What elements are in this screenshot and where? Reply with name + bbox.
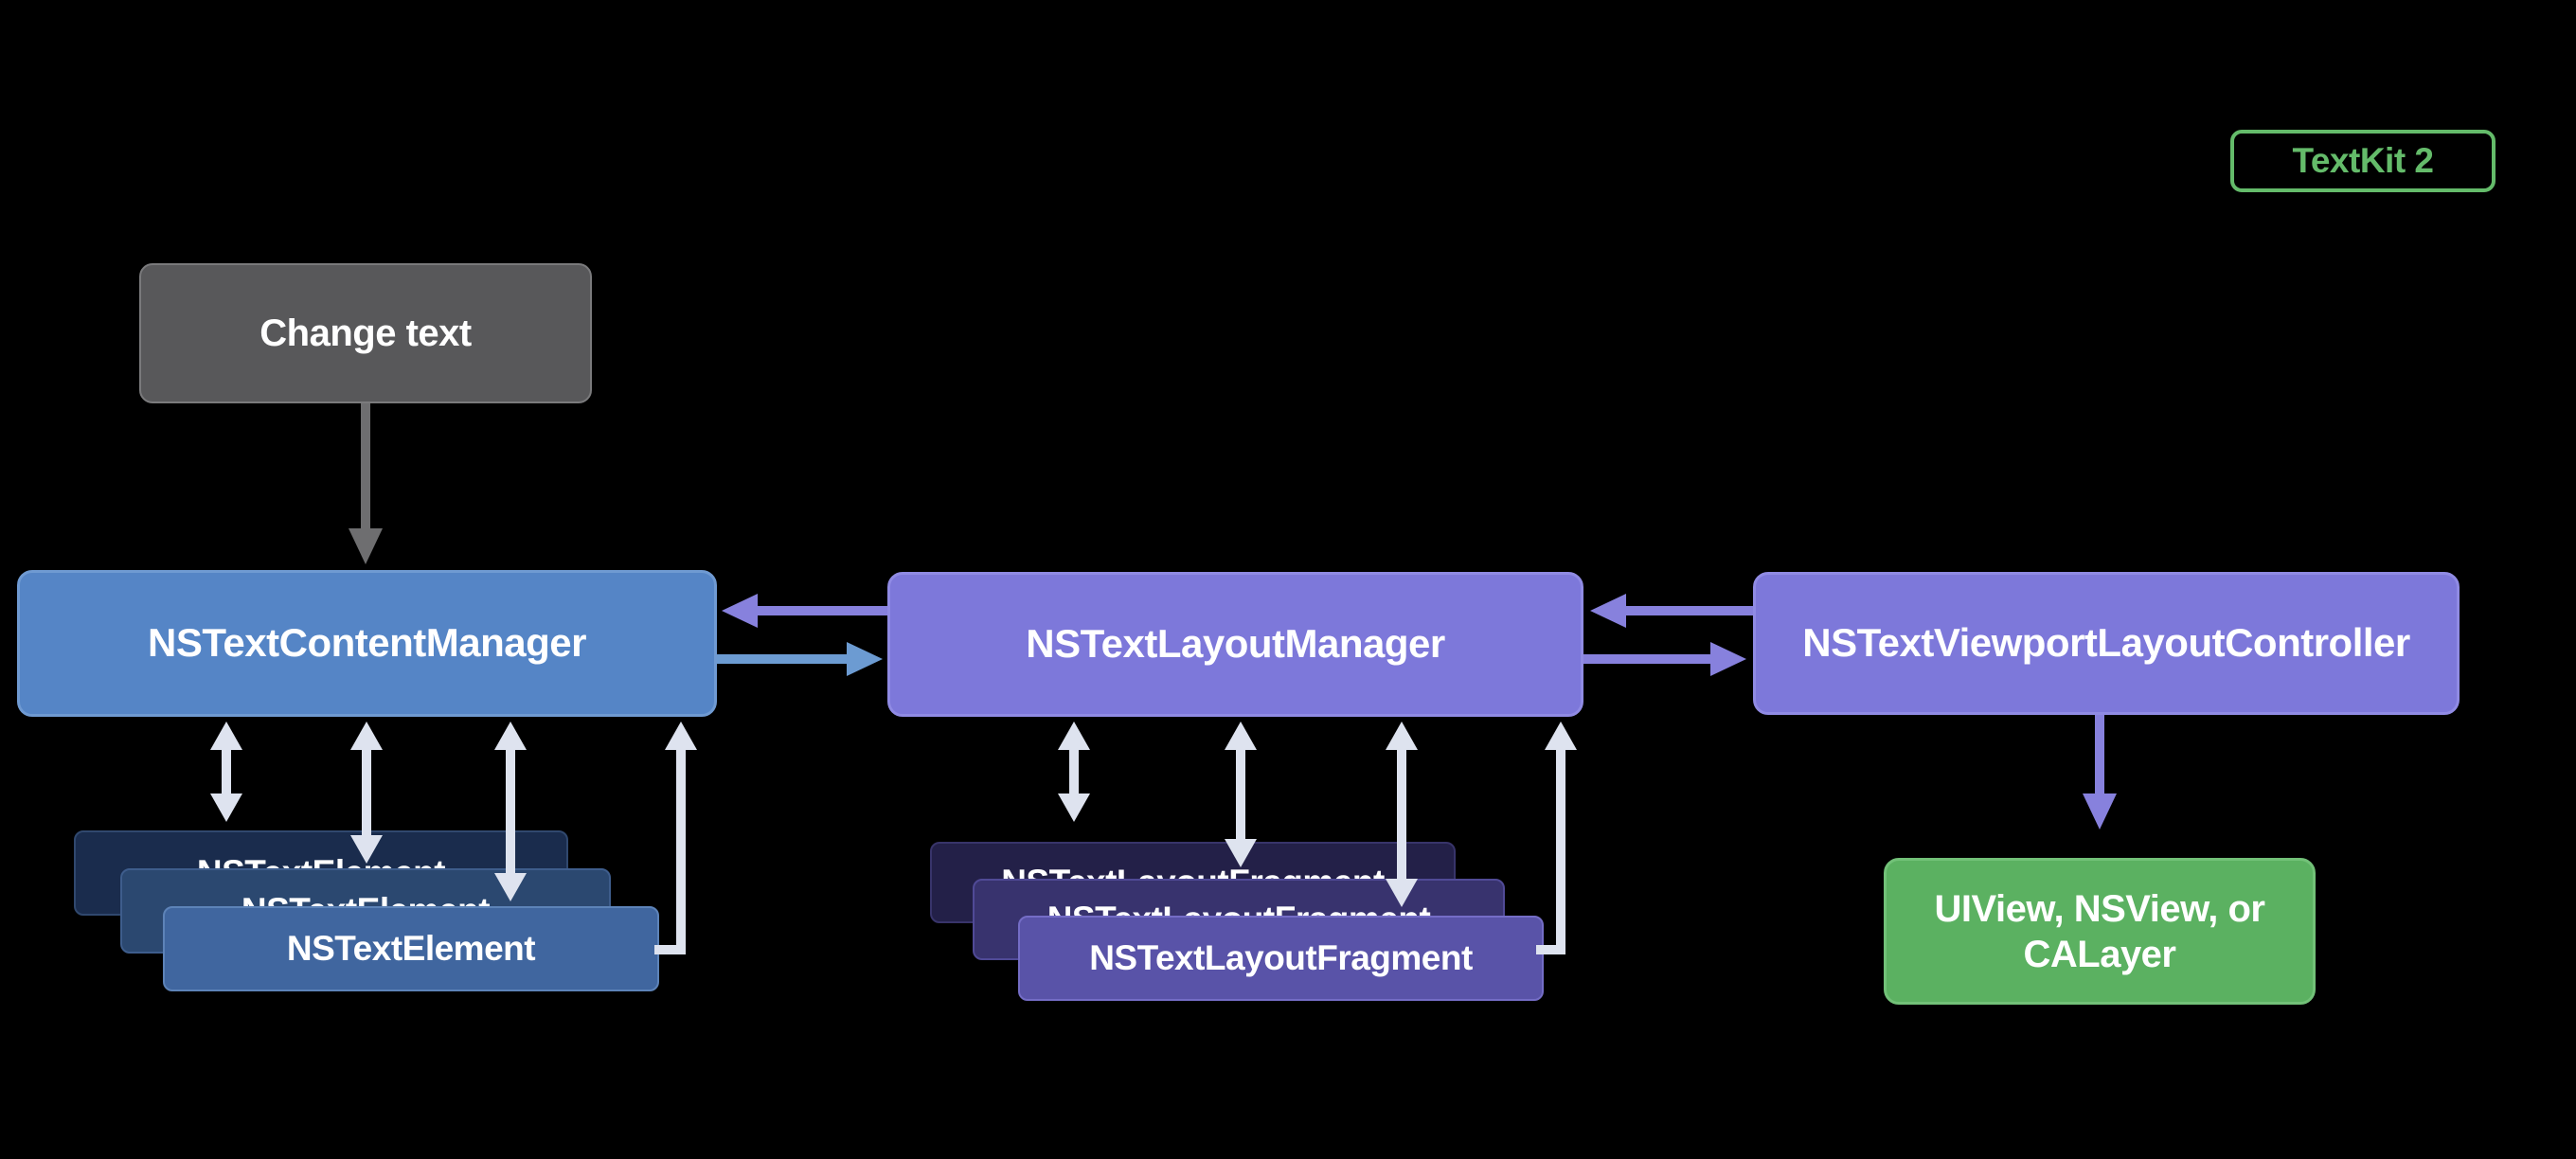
content-manager-node: NSTextContentManager — [17, 570, 717, 717]
layout-manager-node: NSTextLayoutManager — [887, 572, 1583, 717]
text-element-node-front: NSTextElement — [163, 906, 659, 991]
change-text-label: Change text — [259, 312, 472, 354]
layout-fragment-node-front: NSTextLayoutFragment — [1018, 916, 1544, 1001]
view-layer-node: UIView, NSView, or CALayer — [1884, 858, 2316, 1005]
layout-manager-label: NSTextLayoutManager — [1026, 621, 1445, 667]
textkit2-badge: TextKit 2 — [2230, 130, 2496, 192]
content-manager-label: NSTextContentManager — [148, 620, 586, 666]
layout-fragment-label-front: NSTextLayoutFragment — [1089, 937, 1473, 977]
change-text-node: Change text — [139, 263, 592, 403]
viewport-layout-controller-node: NSTextViewportLayoutController — [1753, 572, 2460, 715]
viewport-layout-controller-label: NSTextViewportLayoutController — [1802, 620, 2410, 666]
textkit2-badge-label: TextKit 2 — [2292, 141, 2434, 180]
text-element-label-front: NSTextElement — [286, 928, 536, 968]
view-layer-label: UIView, NSView, or CALayer — [1934, 887, 2265, 975]
